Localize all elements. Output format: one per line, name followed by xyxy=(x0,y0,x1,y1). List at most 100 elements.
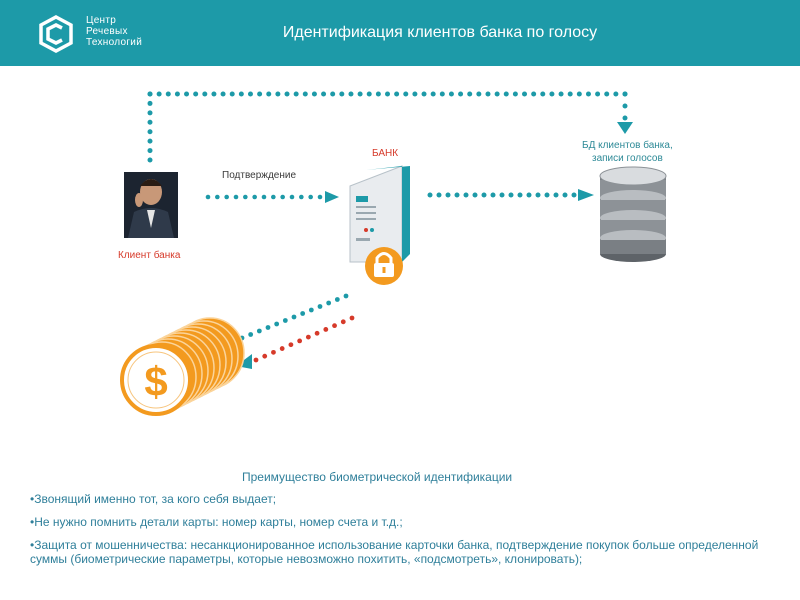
path-dot xyxy=(147,91,153,97)
path-dot xyxy=(330,91,336,97)
arrow-dot xyxy=(279,346,285,351)
path-dot xyxy=(357,91,363,97)
arrow-dot xyxy=(205,194,211,200)
red-diagonal-dotted-arrow xyxy=(253,315,355,363)
path-dot xyxy=(147,138,153,144)
confirmation-label: Подтверждение xyxy=(222,170,296,181)
dollar-coin-icon: $ xyxy=(120,344,192,416)
arrow-dot xyxy=(436,192,442,198)
path-dot xyxy=(257,91,263,97)
arrow-dot xyxy=(463,192,469,198)
arrow-dot xyxy=(571,192,577,198)
path-dot xyxy=(522,91,528,97)
arrow-dot xyxy=(317,304,323,309)
db-label-line1: БД клиентов банка, xyxy=(582,139,673,151)
arrow-dot xyxy=(291,314,297,320)
path-dot xyxy=(613,91,619,97)
path-dot xyxy=(348,91,354,97)
arrow-dot xyxy=(317,194,323,200)
arrow-dot xyxy=(343,293,349,299)
logo-line: Центр xyxy=(86,15,117,26)
bank-label: БАНК xyxy=(372,148,398,159)
logo-icon xyxy=(39,15,73,53)
path-dot xyxy=(403,91,409,97)
path-dot xyxy=(202,91,208,97)
arrow-dot xyxy=(553,192,559,198)
arrow-dot xyxy=(499,192,505,198)
arrow-dot xyxy=(562,192,568,198)
advantage-item: •Звонящий именно тот, за кого себя выдае… xyxy=(30,492,277,506)
path-dot xyxy=(147,110,153,116)
arrow-dot xyxy=(265,325,271,330)
path-dot xyxy=(147,119,153,125)
path-dot xyxy=(549,91,555,97)
arrow-dot xyxy=(481,192,487,198)
path-dot xyxy=(275,91,281,97)
path-dot xyxy=(448,91,454,97)
arrow-dot xyxy=(299,194,304,200)
logo-line: Технологий xyxy=(86,37,143,48)
arrow-dot xyxy=(308,194,313,200)
path-dot xyxy=(576,91,582,97)
path-dot xyxy=(366,91,372,97)
arrow-dot xyxy=(340,319,346,325)
path-dot xyxy=(540,91,546,97)
arrow-dot xyxy=(323,327,329,332)
arrow-dot xyxy=(262,353,268,359)
path-dot xyxy=(147,129,153,135)
path-dot xyxy=(458,91,464,97)
path-dot xyxy=(622,103,628,109)
path-dot xyxy=(467,91,473,97)
path-dot xyxy=(174,91,180,97)
arrow-dot xyxy=(215,194,220,200)
arrow-dot xyxy=(445,192,451,198)
path-dot xyxy=(503,91,509,97)
arrow-dot xyxy=(271,194,276,200)
path-dot xyxy=(585,91,591,97)
lock-icon xyxy=(365,247,403,285)
path-dot xyxy=(604,91,610,97)
db-arrow-head-icon xyxy=(617,122,633,134)
path-dot xyxy=(284,91,290,97)
path-dot xyxy=(247,91,253,97)
path-dot xyxy=(494,91,500,97)
arrow-dot xyxy=(472,192,478,198)
arrow-dot xyxy=(288,342,294,348)
arrow-dot xyxy=(490,192,496,198)
path-dot xyxy=(421,91,427,97)
path-dot xyxy=(385,91,390,97)
path-dot xyxy=(595,91,601,97)
page-title: Идентификация клиентов банка по голосу xyxy=(282,24,598,41)
logo-line: Речевых xyxy=(86,26,128,37)
arrow-dot xyxy=(454,192,460,198)
arrow-dot xyxy=(297,338,303,344)
bank-to-db-dotted-arrow xyxy=(427,192,577,198)
top-loop-dotted-path xyxy=(147,91,628,163)
path-dot xyxy=(147,100,153,106)
path-dot xyxy=(302,91,308,97)
arrow-dot xyxy=(535,192,541,198)
arrow-dot xyxy=(233,194,239,200)
path-dot xyxy=(567,91,573,97)
arrow-dot xyxy=(349,315,355,321)
client-label: Клиент банка xyxy=(118,249,181,261)
arrow-dot xyxy=(274,321,280,327)
arrow-dot xyxy=(289,194,295,200)
dollar-symbol: $ xyxy=(144,358,167,405)
arrow-dot xyxy=(271,349,276,355)
path-dot xyxy=(266,91,272,97)
arrow-dot xyxy=(280,194,285,200)
database-icon xyxy=(599,166,667,262)
advantages-title: Преимущество биометрической идентификаци… xyxy=(242,470,513,484)
path-dot xyxy=(193,91,199,97)
arrow-dot xyxy=(252,194,257,200)
arrow-dot xyxy=(332,323,337,329)
arrow-dot xyxy=(256,328,262,334)
arrow-dot xyxy=(544,192,550,198)
arrow-dot xyxy=(526,192,532,198)
arrow-dot xyxy=(508,192,514,198)
path-dot xyxy=(220,91,226,97)
path-dot xyxy=(430,91,436,97)
logo-text: Центр Речевых Технологий xyxy=(86,15,142,48)
path-dot xyxy=(229,91,235,97)
